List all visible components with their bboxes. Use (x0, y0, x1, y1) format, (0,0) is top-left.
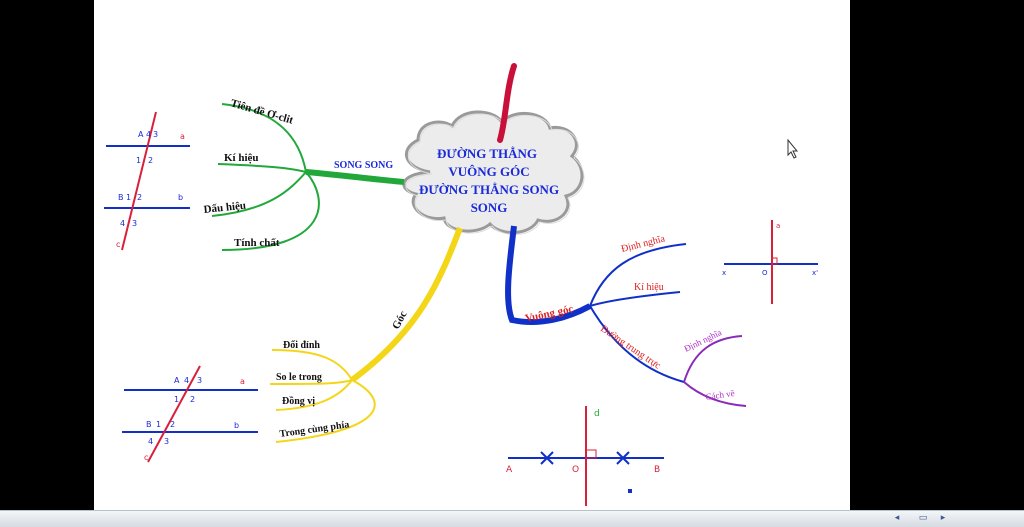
svg-text:2: 2 (137, 193, 142, 202)
figure-parallel-top: A 4 3 a 1 2 B 1 2 b 4 3 c (104, 111, 190, 251)
svg-text:A: A (506, 465, 513, 475)
figure-perpendicular: a x O x' (722, 220, 818, 304)
svg-text:B: B (146, 420, 152, 429)
nav-back-icon[interactable]: ◂ (894, 513, 900, 523)
svg-text:x': x' (812, 269, 818, 277)
svg-text:B: B (654, 465, 660, 475)
song-song-child-1: Tiên đề Ơ-clit (229, 97, 295, 126)
svg-text:2: 2 (190, 395, 195, 404)
svg-text:x: x (722, 269, 726, 277)
svg-text:4: 4 (120, 219, 125, 228)
svg-text:B: B (118, 193, 124, 202)
central-line-4: SONG (471, 200, 508, 215)
svg-text:A: A (174, 376, 180, 385)
svg-text:3: 3 (132, 219, 137, 228)
central-line-3: ĐƯỜNG THẲNG SONG (419, 182, 559, 197)
mouse-cursor-icon (787, 138, 799, 159)
svg-text:4: 4 (184, 376, 189, 385)
svg-text:1: 1 (126, 193, 131, 202)
nav-next-icon[interactable]: ▸ (940, 513, 946, 523)
svg-text:O: O (572, 465, 579, 475)
svg-text:A: A (138, 130, 144, 139)
branch-vuong-goc: Vuông góc Định nghĩa Kí hiệu Đường trung… (505, 225, 747, 407)
branch-goc: Góc Đối đỉnh So le trong Đồng vị Trong c… (269, 226, 463, 443)
song-song-child-2: Kí hiệu (224, 152, 259, 164)
svg-text:a: a (180, 132, 185, 141)
vuong-goc-child-1: Định nghĩa (620, 233, 667, 255)
slide-canvas (94, 0, 850, 510)
svg-text:1: 1 (174, 395, 179, 404)
svg-text:3: 3 (164, 437, 169, 446)
song-song-child-3: Dấu hiệu (203, 200, 247, 216)
right-letterbox (850, 0, 1024, 510)
svg-text:1: 1 (156, 420, 161, 429)
figure-bisector: d A O B (506, 406, 664, 506)
svg-text:b: b (234, 421, 239, 430)
svg-text:O: O (762, 269, 768, 277)
central-line-1: ĐƯỜNG THẲNG (437, 146, 537, 161)
central-line-2: VUÔNG GÓC (448, 164, 529, 179)
svg-text:a: a (776, 222, 780, 230)
svg-text:4: 4 (146, 130, 151, 139)
goc-child-3: Đồng vị (282, 396, 315, 407)
goc-child-1: Đối đỉnh (283, 340, 320, 351)
left-letterbox (0, 0, 94, 510)
slide-menu-icon[interactable]: ▭ (918, 513, 928, 523)
svg-text:2: 2 (148, 156, 153, 165)
svg-text:d: d (594, 409, 600, 419)
vuong-goc-child-3: Đường trung trực (598, 323, 663, 372)
svg-text:2: 2 (170, 420, 175, 429)
branch-crimson (497, 63, 517, 143)
figure-parallel-bottom: A 4 3 a 1 2 B 1 2 b 4 3 c (122, 365, 258, 463)
branch-song-song: SONG SONG Tiên đề Ơ-clit Kí hiệu Dấu hiệ… (203, 97, 405, 251)
svg-text:a: a (240, 377, 245, 386)
svg-text:c: c (144, 453, 148, 462)
svg-text:4: 4 (148, 437, 153, 446)
bottom-taskbar: ◂ ▭ ▸ (0, 510, 1024, 527)
vuong-goc-sub-2: Cách vẽ (705, 388, 735, 402)
branch-song-song-label: SONG SONG (334, 160, 393, 171)
svg-text:1: 1 (136, 156, 141, 165)
mindmap: ĐƯỜNG THẲNG VUÔNG GÓC ĐƯỜNG THẲNG SONG S… (104, 63, 818, 506)
svg-text:3: 3 (197, 376, 202, 385)
song-song-child-4: Tính chất (234, 237, 280, 249)
svg-text:b: b (178, 193, 183, 202)
svg-text:c: c (116, 240, 120, 249)
vuong-goc-child-2: Kí hiệu (634, 282, 664, 293)
central-cloud: ĐƯỜNG THẲNG VUÔNG GÓC ĐƯỜNG THẲNG SONG S… (402, 110, 585, 235)
goc-child-2: So le trong (276, 372, 322, 383)
svg-text:3: 3 (153, 130, 158, 139)
